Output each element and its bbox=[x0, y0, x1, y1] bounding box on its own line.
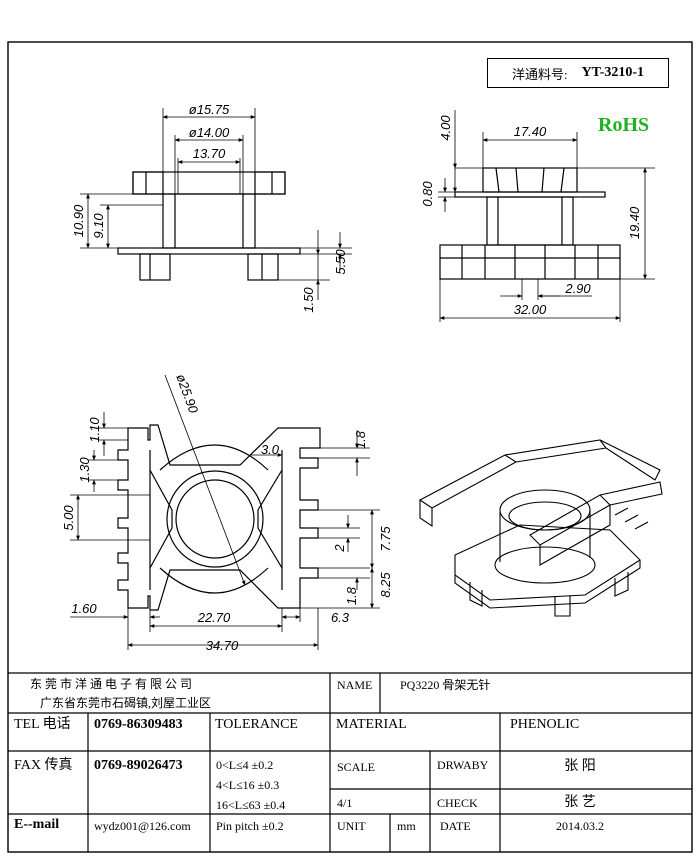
name-value: PQ3220 骨架无针 bbox=[400, 678, 491, 692]
drawby-value: 张 阳 bbox=[564, 759, 596, 774]
dim-h825: 8.25 bbox=[378, 572, 393, 598]
email-label: E--mail bbox=[14, 817, 60, 832]
front-view bbox=[117, 171, 301, 281]
drawby-label: DRWABY bbox=[437, 758, 489, 772]
tel-value: 0769-86309483 bbox=[94, 717, 183, 732]
dim-h110: 1.10 bbox=[87, 417, 102, 443]
dim-h130: 1.30 bbox=[77, 457, 92, 483]
front-view-dims bbox=[80, 108, 352, 300]
date-label: DATE bbox=[440, 819, 471, 833]
fax-label: FAX 传真 bbox=[14, 758, 73, 773]
tolerance-range-3: 16<L≤63 ±0.4 bbox=[216, 798, 286, 812]
dim-w3470: 34.70 bbox=[206, 638, 239, 653]
dim-h080: 0.80 bbox=[420, 181, 435, 207]
dim-w3200: 32.00 bbox=[514, 302, 547, 317]
scale-label: SCALE bbox=[337, 760, 376, 774]
dim-w1740: 17.40 bbox=[514, 124, 547, 139]
date-value: 2014.03.2 bbox=[556, 819, 604, 833]
side-view bbox=[439, 167, 621, 280]
dim-w63: 6.3 bbox=[331, 610, 350, 625]
dim-h150: 1.50 bbox=[301, 287, 316, 313]
dim-h1940: 19.40 bbox=[627, 206, 642, 239]
company-name: 东 莞 市 洋 通 电 子 有 限 公 司 bbox=[30, 677, 193, 691]
check-value: 张 艺 bbox=[564, 795, 596, 810]
side-view-dims bbox=[438, 110, 655, 322]
dim-h400: 4.00 bbox=[438, 115, 453, 141]
isometric-view bbox=[418, 439, 663, 617]
name-label: NAME bbox=[337, 678, 373, 692]
tolerance-label: TOLERANCE bbox=[215, 717, 298, 732]
dim-w290: 2.90 bbox=[564, 281, 591, 296]
material-value: PHENOLIC bbox=[510, 717, 580, 732]
email-value: wydz001@126.com bbox=[94, 819, 191, 833]
dim-d2590: ø25.90 bbox=[173, 372, 201, 416]
part-number-box: 洋通料号: YT-3210-1 bbox=[487, 58, 669, 88]
company-address: 广东省东莞市石碣镇,刘屋工业区 bbox=[40, 696, 212, 710]
dim-h910: 9.10 bbox=[91, 213, 106, 239]
sheet-border bbox=[7, 41, 693, 853]
check-label: CHECK bbox=[437, 796, 478, 810]
dim-h2: 2 bbox=[332, 544, 347, 553]
top-view bbox=[117, 424, 321, 611]
dim-h18b: 1.8 bbox=[344, 586, 359, 605]
tolerance-range-2: 4<L≤16 ±0.3 bbox=[216, 778, 280, 792]
tolerance-pin-pitch: Pin pitch ±0.2 bbox=[216, 819, 284, 833]
dim-w2270: 22.70 bbox=[197, 610, 231, 625]
dim-h18a: 1.8 bbox=[353, 430, 368, 449]
fax-value: 0769-89026473 bbox=[94, 758, 183, 773]
unit-value: mm bbox=[397, 819, 416, 833]
unit-label: UNIT bbox=[337, 819, 366, 833]
dim-w1370: 13.70 bbox=[193, 146, 226, 161]
top-view-dims bbox=[70, 374, 380, 650]
scale-value: 4/1 bbox=[337, 796, 353, 810]
dim-h1090: 10.90 bbox=[71, 204, 86, 237]
dim-h775: 7.75 bbox=[378, 526, 393, 552]
dim-w160: 1.60 bbox=[71, 601, 97, 616]
dim-h550: 5.50 bbox=[333, 249, 348, 275]
dim-h500: 5.00 bbox=[61, 505, 76, 531]
part-number-value: YT-3210-1 bbox=[581, 65, 645, 80]
dim-t30: 3.0 bbox=[261, 442, 280, 457]
material-label: MATERIAL bbox=[336, 717, 407, 732]
tolerance-range-1: 0<L≤4 ±0.2 bbox=[216, 758, 274, 772]
rohs-mark: RoHS bbox=[598, 114, 650, 136]
dim-d1575: ø15.75 bbox=[189, 102, 230, 117]
tel-label: TEL 电话 bbox=[14, 717, 71, 732]
part-number-label: 洋通料号: bbox=[511, 66, 568, 82]
dim-d1400: ø14.00 bbox=[189, 125, 230, 140]
title-block-lines bbox=[8, 672, 692, 852]
